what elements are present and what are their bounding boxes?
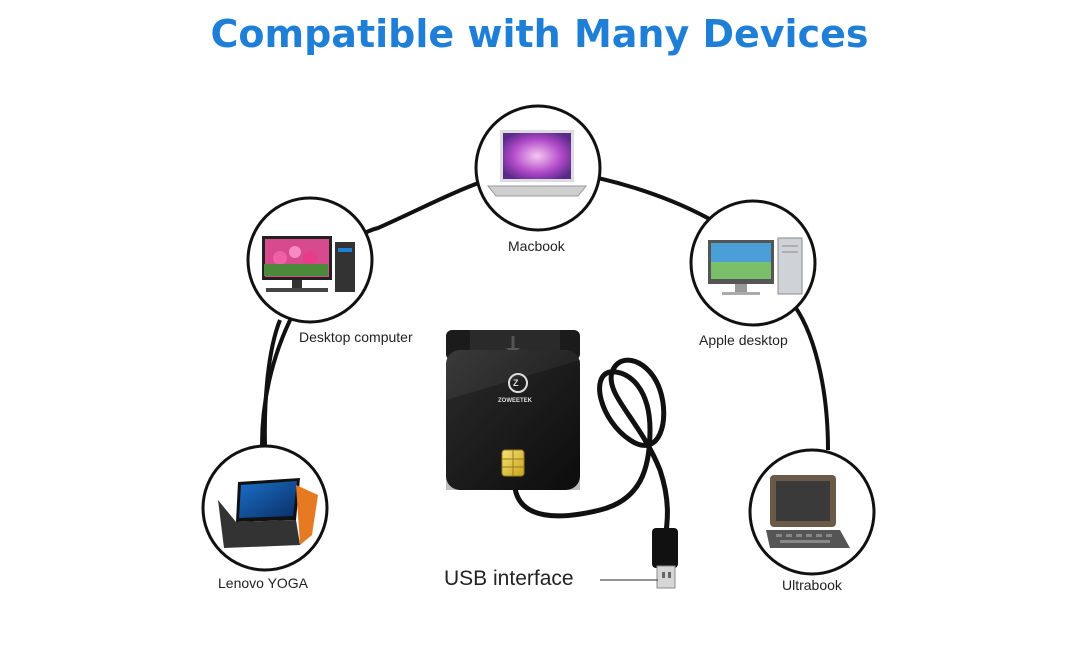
- page-title: Compatible with Many Devices: [210, 12, 869, 56]
- svg-text:Z: Z: [513, 378, 519, 388]
- connection-arc-left: [262, 319, 282, 446]
- ultrabook-device: [748, 448, 876, 576]
- smart-card-reader: Z ZOWEETEK: [446, 330, 670, 543]
- usb-connector: [652, 528, 678, 589]
- ultrabook-label: Ultrabook: [782, 577, 842, 593]
- apple-desktop-label: Apple desktop: [699, 332, 788, 348]
- usb-interface-label: USB interface: [444, 567, 574, 590]
- macbook-device: [474, 104, 602, 232]
- brand-label: ZOWEETEK: [498, 398, 533, 404]
- lenovo-yoga-label: Lenovo YOGA: [218, 575, 309, 591]
- desktop-computer-label: Desktop computer: [299, 329, 413, 345]
- apple-desktop-device: [689, 199, 817, 327]
- usb-cable: [512, 357, 670, 543]
- macbook-label: Macbook: [508, 238, 565, 254]
- lenovo-yoga-device: [201, 444, 329, 572]
- desktop-computer-device: [246, 196, 374, 324]
